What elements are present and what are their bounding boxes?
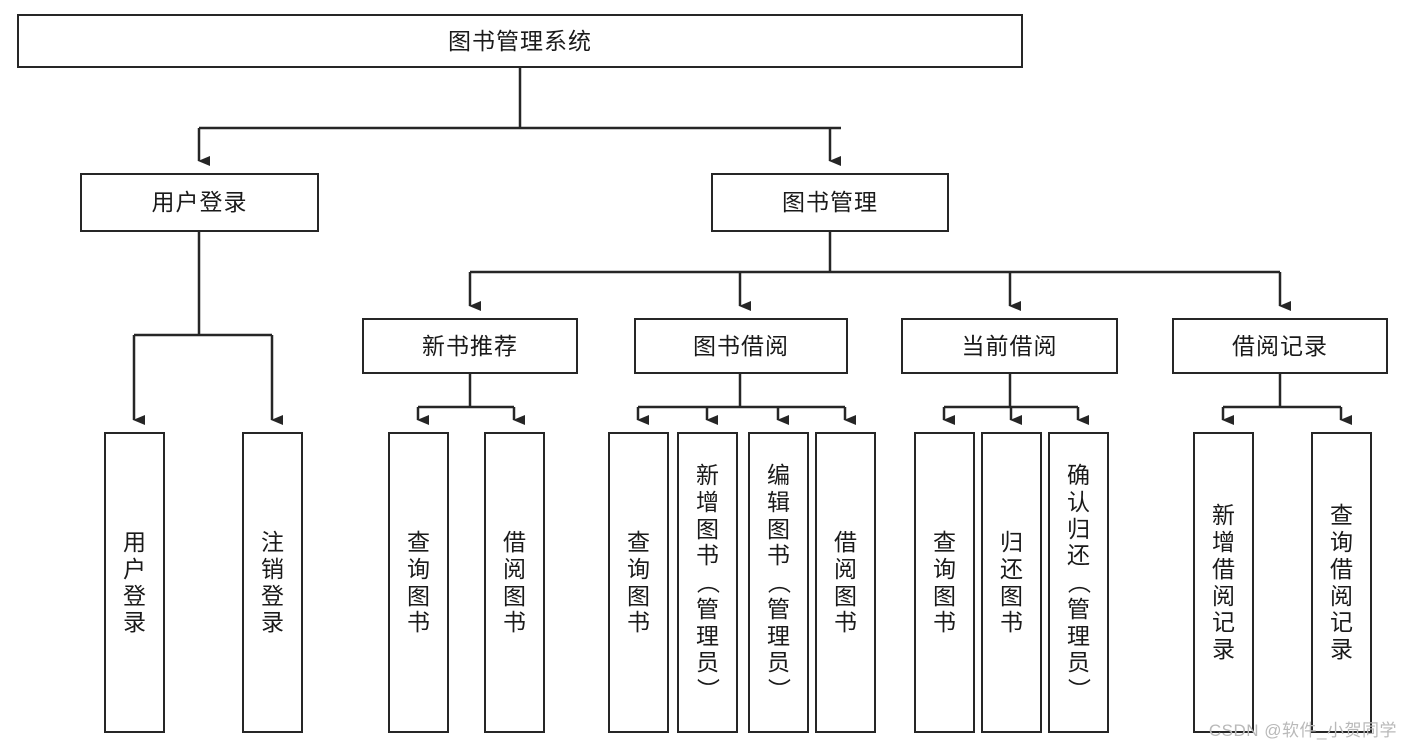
node-current-borrow[interactable]: 当前借阅 [901, 318, 1118, 374]
node-book-management[interactable]: 图书管理 [711, 173, 949, 232]
leaf-new-book-borrow[interactable]: 借阅图书 [484, 432, 545, 733]
leaf-label-vertical: 新增图书（管理员） [694, 462, 721, 701]
leaf-label-vertical: 编辑图书（管理员） [765, 462, 792, 701]
leaf-label-vertical: 用户登录 [123, 529, 146, 636]
node-new-book-recommend[interactable]: 新书推荐 [362, 318, 578, 374]
leaf-label-vertical: 查询图书 [933, 529, 956, 636]
leaf-current-query-book[interactable]: 查询图书 [914, 432, 975, 733]
leaf-borrow-borrow-book[interactable]: 借阅图书 [815, 432, 876, 733]
leaf-label-vertical: 归还图书 [1000, 529, 1023, 636]
leaf-label-vertical: 查询图书 [627, 529, 650, 636]
leaf-label-vertical: 借阅图书 [503, 529, 526, 636]
leaf-label-vertical: 借阅图书 [834, 529, 857, 636]
leaf-borrow-add-book[interactable]: 新增图书（管理员） [677, 432, 738, 733]
leaf-current-confirm-return[interactable]: 确认归还（管理员） [1048, 432, 1109, 733]
leaf-borrow-edit-book[interactable]: 编辑图书（管理员） [748, 432, 809, 733]
leaf-current-return-book[interactable]: 归还图书 [981, 432, 1042, 733]
node-user-login[interactable]: 用户登录 [80, 173, 319, 232]
node-root[interactable]: 图书管理系统 [17, 14, 1023, 68]
leaf-label-vertical: 新增借阅记录 [1212, 502, 1235, 662]
leaf-record-add[interactable]: 新增借阅记录 [1193, 432, 1254, 733]
node-book-borrow[interactable]: 图书借阅 [634, 318, 848, 374]
leaf-label-vertical: 注销登录 [261, 529, 284, 636]
leaf-label-vertical: 查询图书 [407, 529, 430, 636]
leaf-user-login-logout[interactable]: 注销登录 [242, 432, 303, 733]
leaf-new-book-query[interactable]: 查询图书 [388, 432, 449, 733]
leaf-label-vertical: 查询借阅记录 [1330, 502, 1353, 662]
leaf-record-query[interactable]: 查询借阅记录 [1311, 432, 1372, 733]
leaf-user-login-login[interactable]: 用户登录 [104, 432, 165, 733]
leaf-label-vertical: 确认归还（管理员） [1065, 462, 1092, 701]
leaf-borrow-query-book[interactable]: 查询图书 [608, 432, 669, 733]
node-borrow-record[interactable]: 借阅记录 [1172, 318, 1388, 374]
